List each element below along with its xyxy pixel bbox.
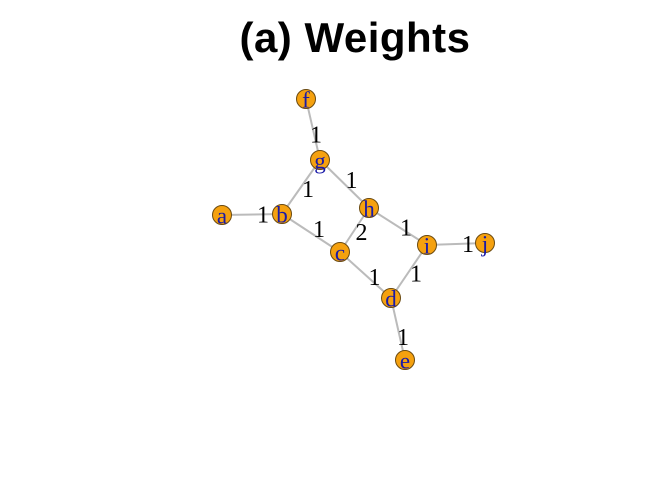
node-label-b: b bbox=[276, 203, 288, 228]
node-c: c bbox=[330, 241, 350, 266]
edge-weight-label-i-d: 1 bbox=[410, 262, 422, 288]
node-label-c: c bbox=[335, 241, 345, 266]
edge-a-b bbox=[221, 213, 283, 216]
node-circle-j bbox=[475, 233, 495, 253]
node-circle-e bbox=[395, 350, 415, 370]
edge-weight-label-d-e: 1 bbox=[397, 325, 409, 351]
edge-weight-label-a-b: 1 bbox=[257, 203, 269, 229]
node-label-f: f bbox=[302, 88, 310, 113]
plot-title: (a) Weights bbox=[239, 14, 471, 61]
edge-i-d bbox=[390, 244, 428, 299]
node-j: j bbox=[475, 232, 495, 257]
edge-weight-label-i-j: 1 bbox=[462, 232, 474, 258]
edge-weight-label-f-g: 1 bbox=[310, 123, 322, 149]
node-f: f bbox=[296, 88, 316, 113]
node-label-a: a bbox=[217, 204, 227, 229]
node-circle-d bbox=[381, 288, 401, 308]
node-circle-a bbox=[212, 205, 232, 225]
edge-g-h bbox=[319, 159, 370, 209]
node-h: h bbox=[359, 197, 379, 222]
node-a: a bbox=[212, 204, 232, 229]
edge-b-c bbox=[281, 213, 341, 253]
edge-weight-label-b-c: 1 bbox=[313, 217, 325, 243]
edge-d-e bbox=[390, 297, 406, 361]
edge-h-i bbox=[368, 207, 428, 246]
node-g: g bbox=[310, 149, 330, 174]
edge-weight-label-c-d: 1 bbox=[369, 265, 381, 291]
node-d: d bbox=[381, 287, 401, 312]
edge-weight-label-h-i: 1 bbox=[400, 216, 412, 242]
node-circle-i bbox=[417, 235, 437, 255]
node-e: e bbox=[395, 349, 415, 374]
node-label-e: e bbox=[400, 349, 410, 374]
node-circle-c bbox=[330, 242, 350, 262]
node-label-d: d bbox=[385, 287, 397, 312]
edge-g-b bbox=[281, 159, 321, 215]
node-circle-b bbox=[272, 204, 292, 224]
node-circle-f bbox=[296, 89, 316, 109]
edge-c-d bbox=[339, 251, 392, 299]
node-label-h: h bbox=[363, 197, 375, 222]
edge-f-g bbox=[305, 98, 321, 161]
node-circle-g bbox=[310, 150, 330, 170]
node-i: i bbox=[417, 234, 437, 259]
edge-weight-label-c-h: 2 bbox=[356, 220, 368, 246]
node-label-i: i bbox=[424, 234, 430, 259]
edge-layer bbox=[221, 98, 486, 361]
node-layer: a b c d e f g h i j bbox=[212, 88, 495, 374]
node-label-j: j bbox=[481, 232, 488, 257]
node-b: b bbox=[272, 203, 292, 228]
node-circle-h bbox=[359, 198, 379, 218]
edge-weight-label-g-b: 1 bbox=[302, 177, 314, 203]
edge-weight-label-g-h: 1 bbox=[346, 168, 358, 194]
node-label-g: g bbox=[314, 149, 326, 174]
